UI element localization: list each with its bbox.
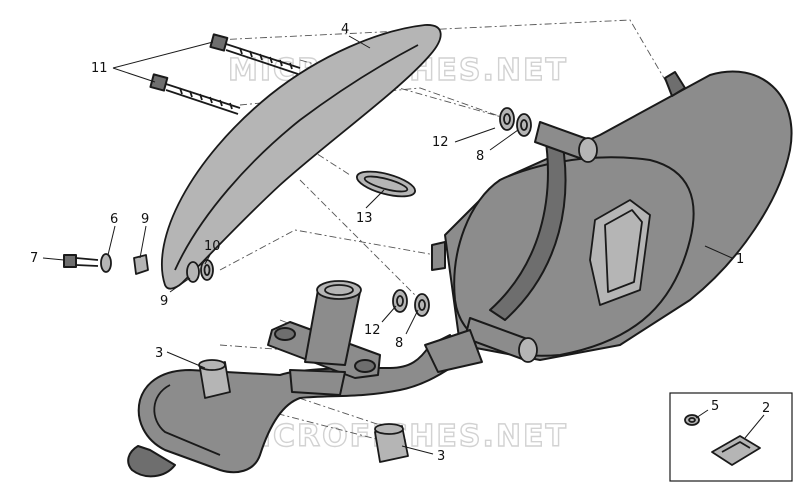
callout-12-upper: 12 [432,135,449,150]
callout-8-lower: 8 [395,336,403,351]
callout-8-upper: 8 [476,149,484,164]
callout-4: 4 [341,22,349,37]
callout-10: 10 [204,239,221,254]
callout-6: 6 [110,212,118,227]
callout-9-upper: 9 [141,212,149,227]
leader-lines [42,35,765,455]
callout-5: 5 [711,399,719,414]
callout-3-lower: 3 [437,449,445,464]
spacer-lower [374,423,409,463]
bolt-upper [209,33,301,75]
callout-11: 11 [91,61,108,76]
gasket-ring [356,170,416,198]
callout-3-upper: 3 [155,346,163,361]
small-bolt [63,254,99,268]
callout-1: 1 [736,252,744,267]
exhaust-pipe [127,334,463,478]
callout-12-lower: 12 [364,323,381,338]
callout-7: 7 [30,251,38,266]
small-washers [100,253,214,283]
callout-2: 2 [762,401,770,416]
washers-lower [392,289,430,317]
manifold-neck [289,280,362,396]
bolt-lower [149,73,241,115]
inset-box [669,392,793,482]
washers-upper [499,107,532,137]
callout-numbers: 4 11 12 8 13 6 9 7 10 9 12 8 1 3 3 5 2 [30,22,770,464]
callout-9-lower: 9 [160,294,168,309]
callout-13: 13 [356,211,373,226]
spacer-upper [198,359,231,399]
muffler [424,70,793,373]
